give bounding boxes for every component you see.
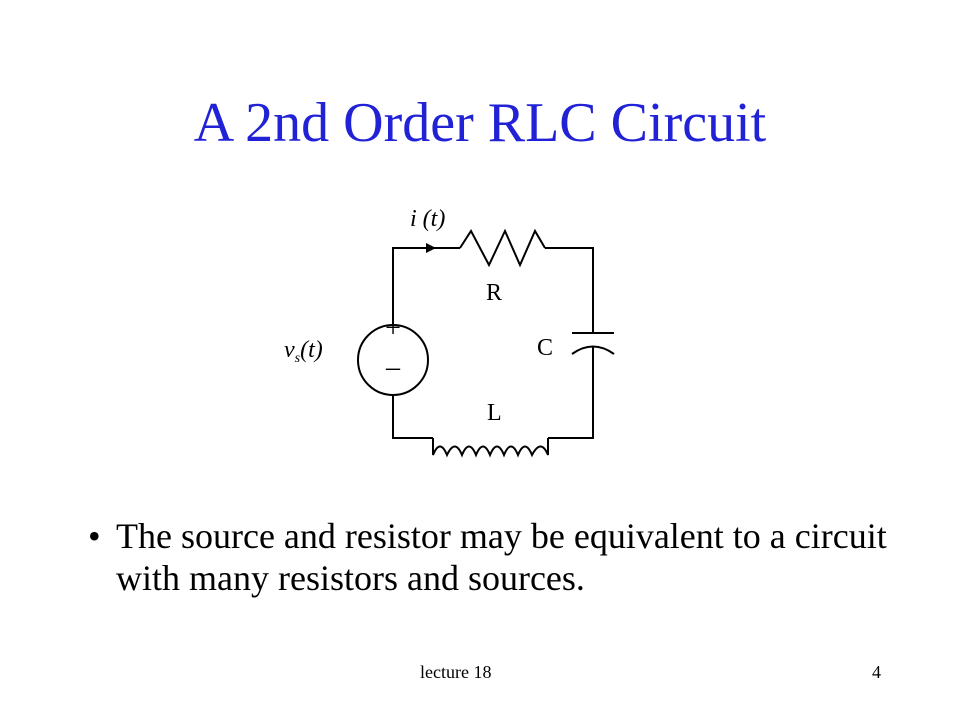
source-minus: –: [385, 352, 401, 383]
source-label-main: v: [284, 337, 295, 363]
current-arrow-icon: [426, 243, 436, 253]
slide-title: A 2nd Order RLC Circuit: [193, 92, 767, 154]
capacitor-plate-bottom: [571, 345, 615, 355]
source-label: vs(t): [284, 337, 323, 366]
resistor-label: R: [486, 280, 502, 306]
inductor-symbol: [432, 438, 549, 458]
page-number: 4: [872, 662, 881, 682]
source-label-arg: (t): [300, 337, 323, 363]
voltage-source-circle: [357, 324, 429, 396]
wire-source-top: [392, 247, 460, 325]
resistor-symbol: [459, 228, 546, 268]
bullet-text: The source and resistor may be equivalen…: [116, 516, 887, 598]
bullet-marker: •: [88, 516, 101, 556]
wire-right-bottom: [548, 347, 594, 439]
wire-top-right: [545, 247, 594, 333]
capacitor-label: C: [537, 335, 553, 361]
wire-bottom-left: [392, 395, 433, 439]
source-plus: +: [385, 313, 401, 344]
source-label-sub: s: [295, 351, 301, 366]
inductor-label: L: [487, 400, 502, 426]
current-label: i (t): [410, 206, 445, 232]
footer-lecture-label: lecture 18: [420, 662, 492, 682]
